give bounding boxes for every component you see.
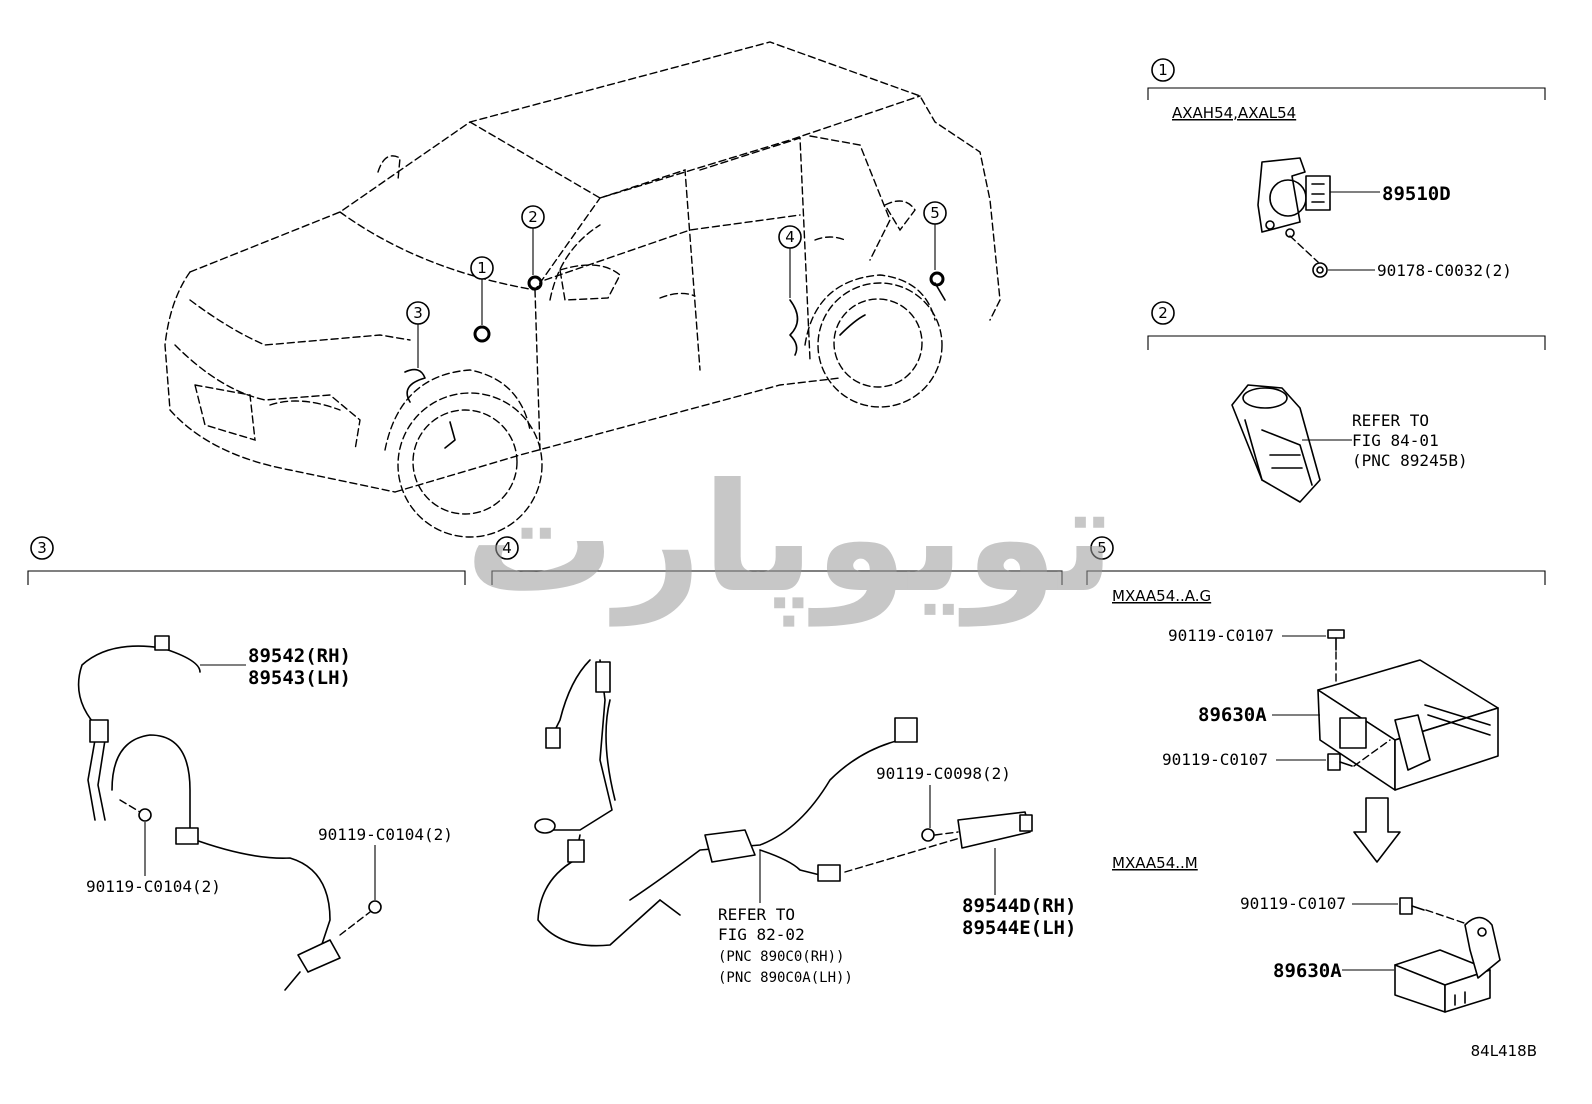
section-4-refer-line-1: REFER TO: [718, 905, 795, 924]
ecu-module-drawing: [1317, 659, 1499, 791]
part-89542-rh: 89542(RH): [248, 645, 351, 667]
section-2-refer-line-2: FIG 84-01: [1352, 431, 1439, 450]
section-5-subtitle-a: MXAA54..A.G: [1112, 587, 1211, 605]
callout-2: 2: [528, 208, 538, 226]
part-90178-C0032: 90178-C0032(2): [1377, 261, 1512, 280]
section-3-number: 3: [37, 539, 47, 557]
part-90119-C0107-top: 90119-C0107: [1168, 626, 1274, 645]
part-89543-lh: 89543(LH): [248, 667, 351, 689]
section-4-refer-line-3: (PNC 890C0(RH)): [718, 949, 844, 965]
section-4-number: 4: [502, 539, 512, 557]
section-1-number: 1: [1158, 61, 1168, 79]
diagram-code: 84L418B: [1471, 1042, 1537, 1060]
section-2: 2 REFER TO FIG 84-01 (PNC 89245B): [1147, 301, 1546, 503]
section-4-refer-line-4: (PNC 890C0A(LH)): [718, 970, 853, 986]
section-4-refer-line-2: FIG 82-02: [718, 925, 805, 944]
part-90119-C0098: 90119-C0098(2): [876, 764, 1011, 783]
callout-5: 5: [930, 204, 940, 222]
callout-3: 3: [413, 304, 423, 322]
part-89510D: 89510D: [1382, 183, 1451, 205]
part-90119-C0107-lower: 90119-C0107: [1240, 894, 1346, 913]
section-4: 4 90119-C0098(2) 89544D(RH) 89: [491, 536, 1076, 986]
section-3: 3 89542(RH) 89543(LH) 90119-C0104(2) 901…: [27, 536, 466, 991]
callout-1: 1: [477, 259, 487, 277]
ecu-module-small-drawing: [1394, 916, 1501, 1013]
section-2-refer-line-3: (PNC 89245B): [1352, 451, 1468, 470]
part-89544D-rh: 89544D(RH): [962, 895, 1076, 917]
rear-speed-sensor-drawing: [534, 659, 1033, 947]
callout-markers: 1 2 3 4 5: [406, 201, 947, 368]
callout-4: 4: [785, 228, 795, 246]
part-89630A-upper: 89630A: [1198, 704, 1267, 726]
down-arrow-icon: [1353, 797, 1401, 863]
part-90119-C0104-left: 90119-C0104(2): [86, 877, 221, 896]
section-5-number: 5: [1097, 539, 1107, 557]
section-2-refer-line-1: REFER TO: [1352, 411, 1429, 430]
part-90119-C0107-mid: 90119-C0107: [1162, 750, 1268, 769]
vehicle-illustration: [164, 41, 1001, 538]
yaw-rate-sensor-drawing: [1257, 157, 1331, 238]
part-90119-C0104-right: 90119-C0104(2): [318, 825, 453, 844]
part-89630A-lower: 89630A: [1273, 960, 1342, 982]
steering-sensor-drawing: [1231, 384, 1321, 503]
section-5-subtitle-b: MXAA54..M: [1112, 854, 1198, 872]
section-1-subtitle: AXAH54,AXAL54: [1172, 104, 1296, 122]
part-89544E-lh: 89544E(LH): [962, 917, 1076, 939]
section-5: 5 MXAA54..A.G 90119-C0107 89630A 90119-C…: [1086, 536, 1546, 1013]
front-speed-sensor-drawing: [77, 635, 341, 991]
section-2-number: 2: [1158, 304, 1168, 322]
section-1: 1 AXAH54,AXAL54 89510D 90178-C0032(2): [1147, 58, 1546, 280]
watermark-logo: تویوپارت: [465, 452, 1115, 627]
